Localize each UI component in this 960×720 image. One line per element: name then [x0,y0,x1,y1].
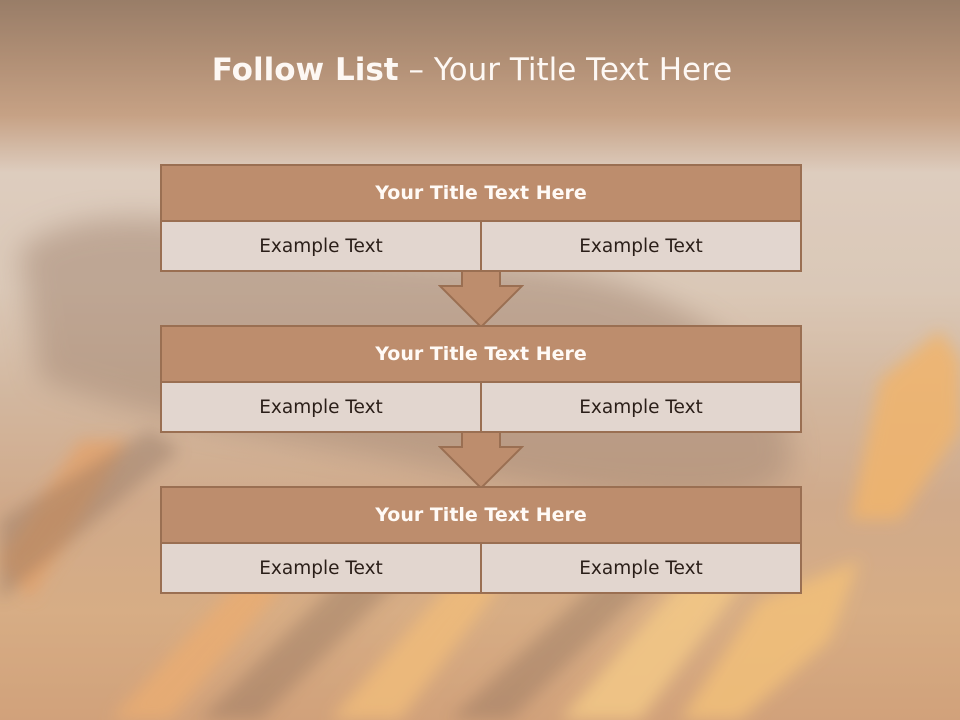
block-cell-right: Example Text [480,222,800,270]
block-cell-right: Example Text [480,383,800,431]
block-cell-left: Example Text [259,396,383,418]
slide-title-bold: Follow List [211,52,399,88]
down-arrow-icon [438,431,524,489]
block-cell-left: Example Text [259,235,383,257]
block-cell-left: Example Text [259,557,383,579]
list-block-3: Your Title Text Here Example Text Exampl… [160,486,802,594]
down-arrow-icon [438,270,524,328]
list-block-2: Your Title Text Here Example Text Exampl… [160,325,802,433]
block-cell-right: Example Text [480,544,800,592]
block-title: Your Title Text Here [160,486,802,544]
slide-title: Follow List – Your Title Text Here [0,52,944,88]
list-block-1: Your Title Text Here Example Text Exampl… [160,164,802,272]
block-row: Example Text Example Text [160,222,802,272]
slide-title-rest: – Your Title Text Here [398,52,733,88]
block-title: Your Title Text Here [160,164,802,222]
block-row: Example Text Example Text [160,383,802,433]
block-title: Your Title Text Here [160,325,802,383]
block-row: Example Text Example Text [160,544,802,594]
